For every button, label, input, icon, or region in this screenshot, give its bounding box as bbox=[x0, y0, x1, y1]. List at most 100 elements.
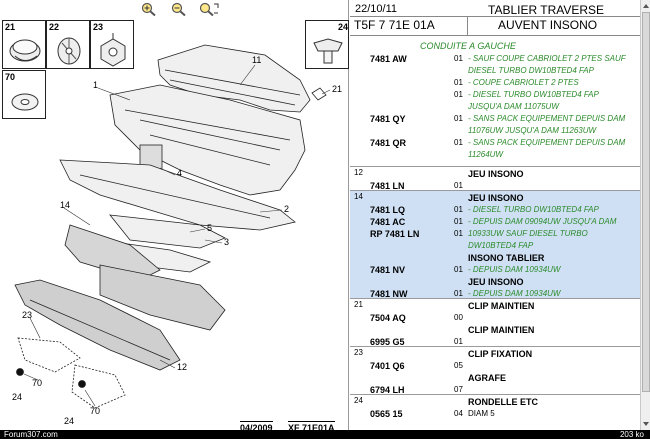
quantity: 01 bbox=[454, 229, 463, 238]
quantity: 07 bbox=[454, 385, 463, 394]
part-description: - COUPE CABRIOLET 2 PTES bbox=[468, 78, 579, 87]
item-number: 21 bbox=[354, 300, 363, 309]
thumbnail-22[interactable]: 22 bbox=[46, 20, 90, 69]
part-number: 7401 Q6 bbox=[370, 361, 405, 371]
scroll-down-icon[interactable] bbox=[642, 420, 650, 428]
drawing-date: 04/2009 bbox=[240, 421, 273, 433]
status-bar: Forum307.com 203 ko bbox=[0, 430, 650, 439]
thumbnail-24[interactable]: 24 bbox=[305, 20, 349, 69]
quantity: 01 bbox=[454, 289, 463, 298]
condition-label: CONDUITE A GAUCHE bbox=[420, 41, 516, 51]
list-item[interactable]: 7481 QY 01 - SANS PACK EQUIPEMENT DEPUIS D… bbox=[350, 113, 640, 125]
parts-list-pane: 22/10/11 T5F 7 71E 01A TABLIER TRAVERSE … bbox=[350, 0, 640, 430]
part-description: - DEPUIS DAM 09094UW JUSQU'A DAM bbox=[468, 217, 617, 226]
part-description: AGRAFE bbox=[468, 373, 506, 383]
plate-title: TABLIER TRAVERSE bbox=[488, 3, 605, 17]
list-item[interactable]: AGRAFE bbox=[350, 372, 640, 384]
thumbnail-70[interactable]: 70 bbox=[2, 70, 46, 119]
clip-thumbnail-icon bbox=[57, 37, 81, 65]
part-70-washer bbox=[16, 368, 24, 376]
list-item[interactable]: RONDELLE ETC bbox=[350, 396, 640, 408]
part-description: JUSQU'A DAM 11075UW bbox=[468, 102, 559, 111]
part-description: - DEPUIS DAM 10934UW bbox=[468, 265, 561, 274]
scrollbar-thumb[interactable] bbox=[642, 12, 650, 392]
thumbnail-23[interactable]: 23 bbox=[90, 20, 134, 69]
plate-subtitle: AUVENT INSONO bbox=[498, 18, 598, 32]
part-number: 6995 G5 bbox=[370, 337, 405, 347]
list-item[interactable]: DW10BTED4 FAP bbox=[350, 240, 640, 252]
header-divider bbox=[467, 16, 468, 36]
list-item[interactable]: CLIP MAINTIEN bbox=[350, 300, 640, 312]
callout-label: 70 bbox=[90, 406, 101, 416]
zoom-in-icon[interactable] bbox=[138, 2, 160, 16]
thumbnail-number: 70 bbox=[5, 72, 16, 82]
part-description: - DIESEL TURBO DW10BTED4 FAP bbox=[468, 205, 599, 214]
thumbnail-21[interactable]: 21 bbox=[2, 20, 46, 69]
list-item[interactable]: 11264UW bbox=[350, 149, 640, 161]
list-item[interactable]: JEU INSONO bbox=[350, 192, 640, 204]
list-item[interactable]: JEU INSONO bbox=[350, 168, 640, 180]
scrollbar[interactable] bbox=[640, 0, 650, 430]
list-item[interactable]: JEU INSONO bbox=[350, 276, 640, 288]
list-item[interactable]: 7481 NV 01 - DEPUIS DAM 10934UW bbox=[350, 264, 640, 276]
list-item[interactable]: CLIP FIXATION bbox=[350, 348, 640, 360]
list-item[interactable]: CLIP MAINTIEN bbox=[350, 324, 640, 336]
list-item[interactable]: JUSQU'A DAM 11075UW bbox=[350, 101, 640, 113]
callout-label: 12 bbox=[177, 362, 188, 372]
header-divider bbox=[350, 16, 640, 17]
zoom-out-icon[interactable] bbox=[168, 2, 190, 16]
part-number: 7481 AC bbox=[370, 217, 406, 227]
item-number: 24 bbox=[354, 396, 363, 405]
part-description: CLIP MAINTIEN bbox=[468, 325, 535, 335]
callout-label: 4 bbox=[177, 168, 183, 178]
drawing-reference: XF 71E01A bbox=[288, 421, 335, 433]
thumbnail-number: 22 bbox=[49, 22, 60, 32]
quantity: 01 bbox=[454, 265, 463, 274]
thumbnail-number: 23 bbox=[93, 22, 104, 32]
item-number: 14 bbox=[354, 192, 363, 201]
part-number: 7504 AQ bbox=[370, 313, 406, 323]
quantity: 01 bbox=[454, 114, 463, 123]
part-description: - SANS PACK EQUIPEMENT DEPUIS DAM bbox=[468, 114, 626, 123]
file-size: 203 ko bbox=[619, 430, 644, 439]
parts-list-header: 22/10/11 T5F 7 71E 01A TABLIER TRAVERSE … bbox=[350, 0, 640, 36]
part-number: 7481 QY bbox=[370, 114, 406, 124]
part-description: CLIP FIXATION bbox=[468, 349, 533, 359]
part-description: RONDELLE ETC bbox=[468, 397, 539, 407]
list-item[interactable]: DIESEL TURBO DW10BTED4 FAP bbox=[350, 65, 640, 77]
part-number: 7481 QR bbox=[370, 138, 407, 148]
part-number: RP 7481 LN bbox=[370, 229, 420, 239]
item-number: 12 bbox=[354, 168, 363, 177]
part-11-cowl bbox=[157, 44, 311, 113]
list-item[interactable]: 11076UW JUSQU'A DAM 11263UW bbox=[350, 125, 640, 137]
zoom-fit-icon[interactable] bbox=[198, 2, 220, 16]
part-description: - DEPUIS DAM 10934UW bbox=[468, 289, 561, 298]
callout-label: 23 bbox=[22, 310, 33, 320]
scroll-up-icon[interactable] bbox=[642, 2, 650, 10]
list-item[interactable]: INSONO TABLIER bbox=[350, 252, 640, 264]
quantity: 01 bbox=[454, 138, 463, 147]
list-item[interactable]: 01- COUPE CABRIOLET 2 PTES bbox=[350, 77, 640, 89]
list-item[interactable]: 01- DIESEL TURBO DW10BTED4 FAP bbox=[350, 89, 640, 101]
part-number: 7481 AW bbox=[370, 54, 407, 64]
clip-thumbnail-icon bbox=[9, 39, 41, 62]
part-number: 7481 NV bbox=[370, 265, 406, 275]
